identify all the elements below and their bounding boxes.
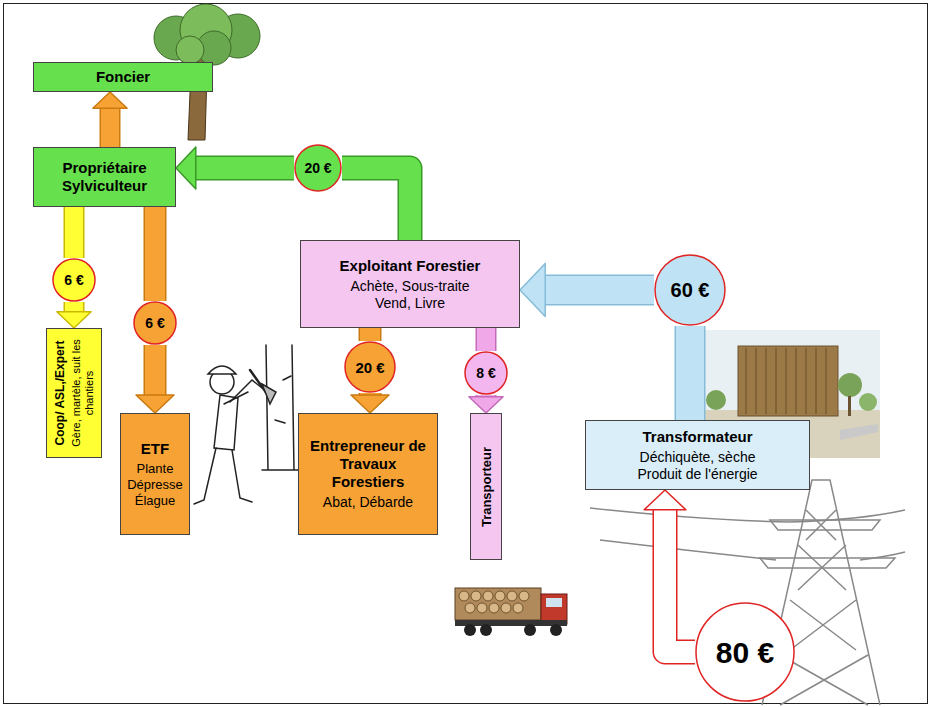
amount-circle: 20 € xyxy=(294,144,342,192)
amount-label: 6 € xyxy=(64,272,83,288)
process-box: Propriétaire Sylviculteur xyxy=(33,147,176,207)
flow-arrow xyxy=(690,326,691,420)
amount-circle: 80 € xyxy=(695,602,795,702)
flow-arrow xyxy=(469,395,503,413)
amount-circle: 6 € xyxy=(133,301,177,345)
process-box: Entrepreneur de Travaux ForestiersAbat, … xyxy=(298,413,438,535)
rotated-text-holder: Coop/ ASL,/ExpertGère, martèle, suit les… xyxy=(48,332,100,454)
truck-picture xyxy=(455,588,567,636)
amount-label: 60 € xyxy=(671,279,710,302)
amount-label: 80 € xyxy=(716,635,774,670)
box-title: Transformateur xyxy=(642,428,752,446)
frame xyxy=(4,4,928,704)
amount-label: 20 € xyxy=(355,359,384,376)
box-title: Transporteur xyxy=(479,446,494,526)
flow-arrow xyxy=(136,345,174,413)
box-title: Exploitant Forestier xyxy=(340,257,481,275)
flow-arrow xyxy=(351,393,389,413)
flow-arrow xyxy=(57,302,91,328)
box-body: Achète, Sous-traite Vend, Livre xyxy=(335,278,485,312)
box-title: Propriétaire Sylviculteur xyxy=(40,159,169,195)
flow-arrow xyxy=(155,207,156,301)
box-title: ETF xyxy=(141,440,169,458)
amount-label: 20 € xyxy=(304,160,331,176)
box-title: Entrepreneur de Travaux Forestiers xyxy=(305,437,431,491)
flow-arrow xyxy=(370,328,371,341)
vertical-box: Coop/ ASL,/ExpertGère, martèle, suit les… xyxy=(46,328,102,458)
flow-arrow xyxy=(520,263,654,316)
amount-circle: 8 € xyxy=(464,351,508,395)
flow-arrow xyxy=(74,207,75,258)
box-body: Plante Dépresse Élague xyxy=(127,461,183,509)
pylon-drawing xyxy=(590,480,905,705)
process-box: ETF Plante Dépresse Élague xyxy=(120,413,190,535)
flow-arrow xyxy=(176,147,294,189)
vertical-box: Transporteur xyxy=(470,413,502,560)
amount-circle: 20 € xyxy=(344,341,396,393)
box-title: Coop/ ASL,/Expert xyxy=(53,341,67,446)
box-title: Foncier xyxy=(96,68,150,86)
box-body: Abat, Débarde xyxy=(323,494,413,511)
rotated-text-holder: Transporteur xyxy=(472,417,500,556)
process-box: Exploitant ForestierAchète, Sous-traite … xyxy=(300,240,520,328)
flow-arrow xyxy=(93,92,127,147)
lumberjack-drawing xyxy=(194,345,298,504)
amount-label: 6 € xyxy=(145,315,164,331)
process-box: Foncier xyxy=(33,62,213,92)
box-body: Déchiquète, sèche Produit de l'énergie xyxy=(623,449,773,483)
process-box: TransformateurDéchiquète, sèche Produit … xyxy=(585,420,810,490)
box-body: Gère, martèle, suit les chantiers xyxy=(70,332,96,454)
amount-circle: 60 € xyxy=(654,254,726,326)
amount-circle: 6 € xyxy=(52,258,96,302)
amount-label: 8 € xyxy=(476,365,495,381)
flow-arrow xyxy=(644,490,695,652)
flow-arrow xyxy=(486,328,487,351)
flow-arrow xyxy=(342,168,410,240)
